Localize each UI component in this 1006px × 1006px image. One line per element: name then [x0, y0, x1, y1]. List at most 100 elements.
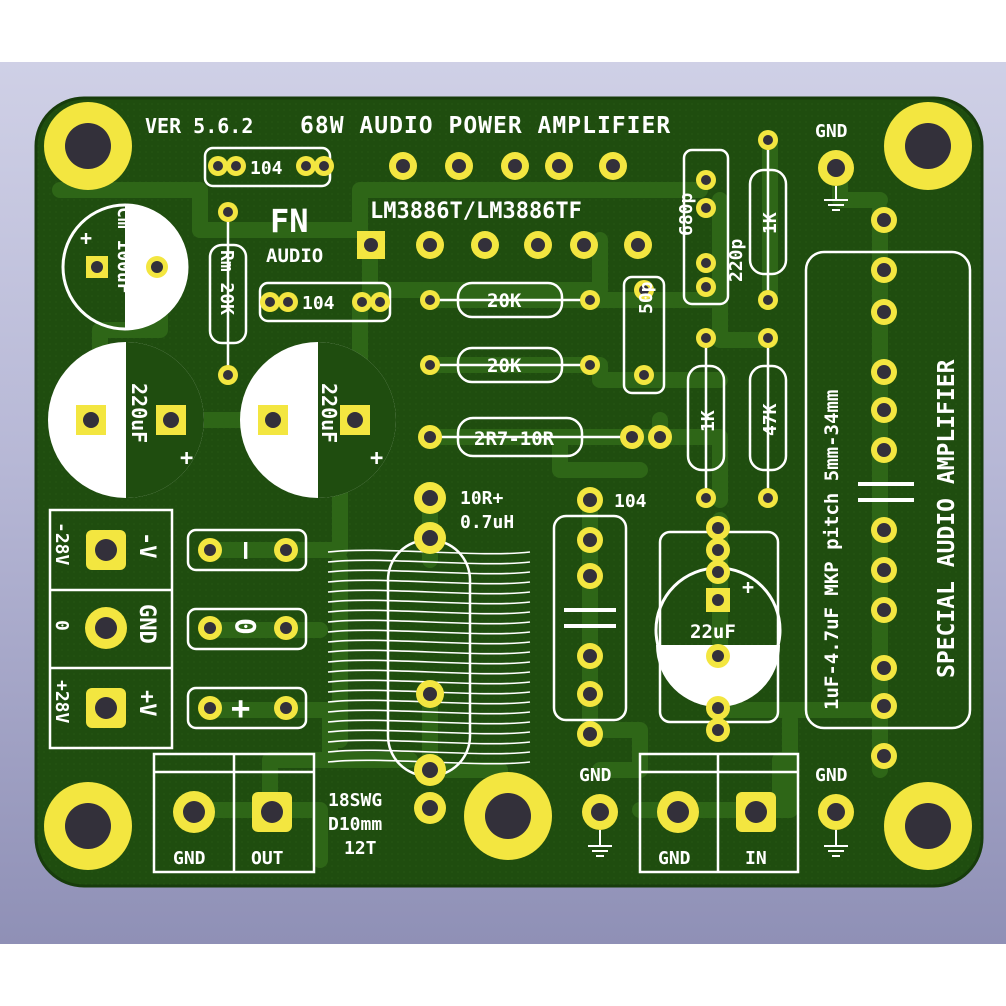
label-term-in: IN	[745, 848, 767, 869]
coil-winding	[327, 559, 531, 565]
brand-logo: FN	[270, 202, 309, 240]
side-title: SPECIAL AUDIO AMPLIFIER	[934, 359, 960, 678]
gnd-testpoint-top	[818, 150, 854, 211]
coil-winding	[327, 589, 531, 595]
chip-label: LM3886T/LM3886TF	[370, 199, 582, 224]
label-term-gnd-in: GND	[658, 848, 691, 869]
label-gnd-mid: GND	[579, 765, 612, 786]
input-terminal-block	[638, 752, 800, 874]
coil-winding	[327, 729, 531, 735]
label-cap-104-top: 104	[250, 158, 283, 179]
mounting-hole-bm	[464, 772, 552, 860]
board-title: 68W AUDIO POWER AMPLIFIER	[300, 113, 671, 139]
coil-winding	[327, 569, 531, 575]
gnd-testpoint-mid	[582, 794, 618, 857]
label-cap-220-right: 220uF	[317, 383, 341, 443]
coil-winding	[327, 749, 531, 755]
brand-sub: AUDIO	[266, 245, 323, 267]
cap-cm-100uf: +	[61, 203, 189, 331]
output-terminal-block	[152, 752, 316, 874]
label-pwr-zero: 0	[51, 620, 72, 631]
coil-winding	[327, 719, 531, 725]
cap-104-mid	[258, 281, 392, 323]
mounting-hole-tl	[44, 102, 132, 190]
label-pwr-plus-28: +28V	[51, 680, 72, 724]
mounting-hole-tr	[884, 102, 972, 190]
coil-winding	[327, 609, 531, 615]
svg-text:+: +	[180, 446, 193, 471]
lm3886-footprint	[357, 152, 652, 259]
cap-104-top	[203, 146, 334, 188]
coil-winding	[327, 739, 531, 745]
cap-104-film	[552, 487, 628, 747]
power-terminal-block	[48, 508, 174, 750]
res-1k-mid	[686, 328, 726, 508]
cap-22uf: +	[654, 516, 782, 742]
res-1k-top	[748, 130, 788, 310]
coil-winding	[327, 619, 531, 625]
coil-winding	[327, 579, 531, 585]
mkp-cap-footprint	[804, 207, 972, 769]
coil-winding	[327, 639, 531, 645]
coil-winding	[327, 599, 531, 605]
label-pwr-minus-28: -28V	[51, 522, 72, 566]
label-cap-220p: 220p	[726, 238, 747, 282]
label-r-20k-b: 20K	[487, 355, 522, 377]
coil-winding	[327, 649, 531, 655]
coil-winding	[327, 669, 531, 675]
mounting-holes	[44, 102, 972, 870]
gnd-testpoint-right	[818, 794, 854, 857]
res-20k-a	[420, 281, 600, 319]
cap-220uf-right: +	[240, 342, 396, 498]
label-term-gnd-out: GND	[173, 848, 206, 869]
res-47k	[748, 328, 788, 508]
res-2r7-10r	[418, 416, 672, 458]
label-cap-680p: 680p	[676, 192, 697, 236]
label-coil-c: 12T	[344, 838, 377, 859]
label-r-20k-a: 20K	[487, 290, 522, 312]
label-gnd-right: GND	[815, 765, 848, 786]
mounting-hole-bl	[44, 782, 132, 870]
supply-symbol-pads	[186, 528, 308, 730]
symbol-zero: 0	[229, 618, 262, 635]
label-term-out: OUT	[251, 848, 284, 869]
label-coil-b: D10mm	[328, 814, 382, 835]
mounting-hole-br	[884, 782, 972, 870]
label-cap-104-mid: 104	[302, 293, 335, 314]
label-r-1k-mid: 1K	[698, 410, 719, 432]
inductor-coil	[327, 482, 531, 824]
cap-680p-220p	[682, 148, 730, 306]
coil-winding	[327, 709, 531, 715]
board-version: VER 5.6.2	[145, 114, 253, 138]
label-cap-22uf: 22uF	[690, 621, 736, 643]
cap-50p	[622, 275, 666, 395]
label-rm: Rm 20K	[216, 250, 237, 315]
svg-text:+: +	[370, 446, 383, 471]
label-pwr-plus-v: +V	[134, 690, 159, 717]
coil-winding	[327, 659, 531, 665]
label-r-2r7: 2R7-10R	[474, 428, 555, 450]
label-pwr-minus-v: -V	[134, 532, 159, 559]
label-coil-a: 18SWG	[328, 790, 382, 811]
label-cap-50p: 50p	[636, 281, 657, 314]
label-inductor-a: 10R+	[460, 488, 504, 509]
label-gnd-top: GND	[815, 121, 848, 142]
svg-text:+: +	[80, 226, 92, 250]
symbol-plus: +	[231, 689, 250, 727]
label-inductor-b: 0.7uH	[460, 512, 514, 533]
coil-winding	[327, 629, 531, 635]
cap-220uf-left: +	[48, 342, 204, 498]
label-r-47k: 47K	[760, 403, 781, 436]
side-caption: 1uF-4.7uF MKP pitch 5mm-34mm	[821, 390, 843, 710]
svg-text:+: +	[742, 575, 754, 599]
label-cap-104-right: 104	[614, 491, 647, 512]
label-cm-cap: Cm 100uF	[113, 207, 134, 294]
symbol-minus: —	[231, 542, 264, 559]
label-r-1k-top: 1K	[760, 212, 781, 234]
label-cap-220-left: 220uF	[127, 383, 151, 443]
res-rm-20k	[208, 202, 248, 385]
res-20k-b	[420, 346, 600, 384]
label-pwr-gnd: GND	[134, 604, 159, 644]
